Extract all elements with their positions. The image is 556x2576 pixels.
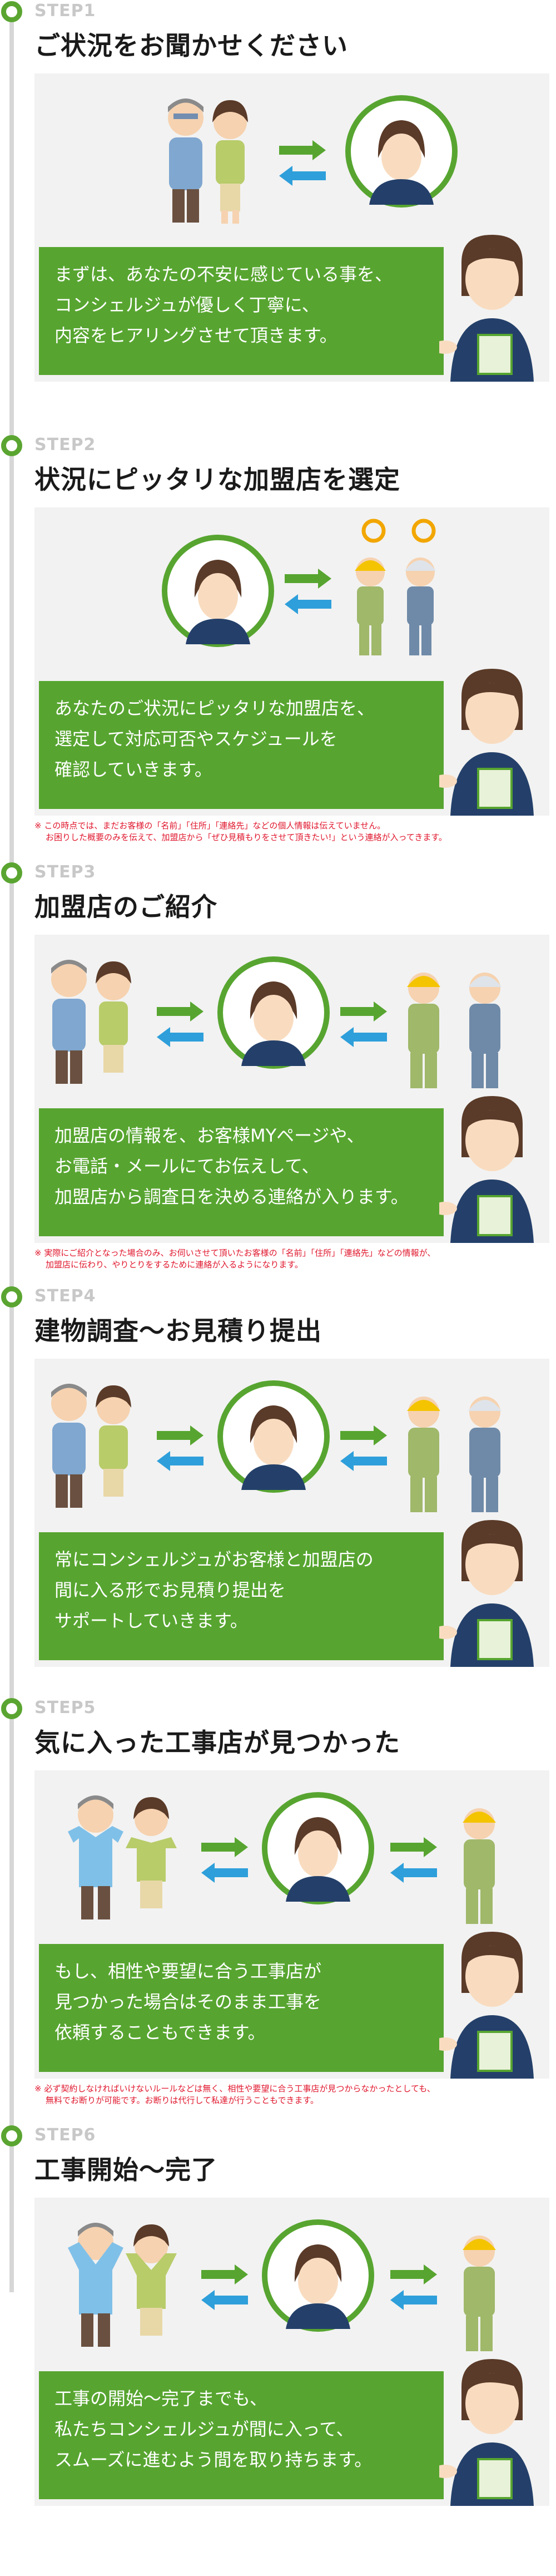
step-title: 気に入った工事店が見つかった <box>34 1728 400 1758</box>
step-panel: 常にコンシェルジュがお客様と加盟店の 間に入る形でお見積り提出を サポートしてい… <box>34 1359 549 1667</box>
step-title: 建物調査～お見積り提出 <box>34 1316 322 1346</box>
scene-construction <box>34 2198 549 2365</box>
double-arrow-icon <box>157 1425 203 1471</box>
message-line: 内容をヒアリングさせて頂きます。 <box>54 325 337 346</box>
note-line: ※ 必ず契約しなければいけないルールなどは無く、相性や要望に合う工事店が見つから… <box>34 2084 435 2094</box>
step-label: STEP6 <box>34 2125 96 2145</box>
step-marker <box>1 862 22 884</box>
step-message: 工事の開始～完了までも、 私たちコンシェルジュが間に入って、 スムーズに進むよう… <box>39 2371 444 2499</box>
scene-introduction <box>34 935 549 1102</box>
step-marker <box>1 1286 22 1307</box>
message-line: 見つかった場合はそのまま工事を <box>54 1991 322 2012</box>
step-message: 加盟店の情報を、お客様MYページや、 お電話・メールにてお伝えして、 加盟店から… <box>39 1108 444 1236</box>
message-line: もし、相性や要望に合う工事店が <box>54 1961 322 1982</box>
step-label: STEP2 <box>34 435 96 455</box>
customer-couple-icon <box>68 2223 177 2347</box>
step-note: ※ この時点では、まだお客様の「名前」「住所」「連絡先」などの個人情報は伝えてい… <box>34 820 447 843</box>
step-label: STEP1 <box>34 1 96 21</box>
concierge-icon <box>217 1380 330 1493</box>
concierge-icon <box>262 2219 374 2332</box>
step-marker <box>1 435 22 456</box>
step-title: 工事開始～完了 <box>34 2155 217 2185</box>
customer-couple-icon <box>51 960 131 1084</box>
double-arrow-icon <box>157 1001 203 1047</box>
message-line: 私たちコンシェルジュが間に入って、 <box>54 2419 354 2440</box>
concierge-icon <box>439 1932 534 2079</box>
message-line: スムーズに進むよう間を取り持ちます。 <box>54 2449 373 2470</box>
note-line: お困りした概要のみを伝えて、加盟店から「ぜひ見積もりをさせて頂きたい!」という連… <box>46 832 447 842</box>
message-line: 常にコンシェルジュがお客様と加盟店の <box>54 1549 374 1570</box>
double-arrow-icon <box>279 140 326 186</box>
step-panel: 工事の開始～完了までも、 私たちコンシェルジュが間に入って、 スムーズに進むよう… <box>34 2198 549 2506</box>
contractor-icon <box>468 973 502 1088</box>
step-title: 状況にピッタリな加盟店を選定 <box>34 465 400 495</box>
customer-couple-icon <box>51 1384 131 1508</box>
message-line: サポートしていきます。 <box>54 1610 248 1631</box>
scene-customer-to-concierge <box>34 73 549 240</box>
step-message: 常にコンシェルジュがお客様と加盟店の 間に入る形でお見積り提出を サポートしてい… <box>39 1532 444 1660</box>
concierge-icon <box>345 95 458 208</box>
concierge-icon <box>439 235 534 382</box>
note-line: ※ 実際にご紹介となった場合のみ、お伺いさせて頂いたお客様の「名前」「住所」「連… <box>34 1248 436 1258</box>
scene-contractor-found <box>34 1770 549 1937</box>
concierge-icon <box>439 1096 534 1243</box>
step-title: 加盟店のご紹介 <box>34 892 217 922</box>
double-arrow-icon <box>390 1837 437 1883</box>
concierge-icon <box>162 535 274 647</box>
step-label: STEP4 <box>34 1286 96 1306</box>
message-line: コンシェルジュが優しく丁寧に、 <box>54 294 320 315</box>
contractor-icon <box>407 973 440 1088</box>
concierge-icon <box>439 2359 534 2506</box>
step-message: まずは、あなたの不安に感じている事を、 コンシェルジュが優しく丁寧に、 内容をヒ… <box>39 247 444 375</box>
scene-concierge-select <box>34 507 549 674</box>
concierge-icon <box>217 956 330 1069</box>
concierge-icon <box>439 1520 534 1667</box>
double-arrow-icon <box>201 1837 248 1883</box>
contractor-icon <box>468 1396 502 1512</box>
message-line: 依頼することもできます。 <box>54 2022 266 2043</box>
step-marker <box>1 1698 22 1719</box>
double-arrow-icon <box>340 1001 387 1047</box>
message-line: 加盟店から調査日を決める連絡が入ります。 <box>54 1186 409 1207</box>
step-title: ご状況をお聞かせください <box>34 31 348 61</box>
step-panel: 加盟店の情報を、お客様MYページや、 お電話・メールにてお伝えして、 加盟店から… <box>34 935 549 1243</box>
contractor-icon <box>407 1396 440 1512</box>
concierge-icon <box>262 1792 374 1904</box>
message-line: 間に入る形でお見積り提出を <box>54 1580 286 1601</box>
message-line: まずは、あなたの不安に感じている事を、 <box>54 264 393 285</box>
double-arrow-icon <box>390 2264 437 2310</box>
step-marker <box>1 2125 22 2146</box>
step-message: もし、相性や要望に合う工事店が 見つかった場合はそのまま工事を 依頼することもで… <box>39 1944 444 2072</box>
step-panel: あなたのご状況にピッタリな加盟店を、 選定して対応可否やスケジュールを 確認して… <box>34 507 549 816</box>
step-message: あなたのご状況にピッタリな加盟店を、 選定して対応可否やスケジュールを 確認して… <box>39 681 444 809</box>
step-note: ※ 必ず契約しなければいけないルールなどは無く、相性や要望に合う工事店が見つから… <box>34 2083 435 2106</box>
message-line: あなたのご状況にピッタリな加盟店を、 <box>54 698 375 719</box>
step-marker <box>1 1 22 22</box>
customer-couple-icon <box>168 98 248 224</box>
note-line: 加盟店に伝わり、やりとりをするために連絡が入るようになります。 <box>46 1260 303 1270</box>
timeline-line <box>9 11 14 2292</box>
step-note: ※ 実際にご紹介となった場合のみ、お伺いさせて頂いたお客様の「名前」「住所」「連… <box>34 1247 435 1271</box>
scene-survey-estimate <box>34 1359 549 1526</box>
step-label: STEP3 <box>34 862 96 882</box>
double-arrow-icon <box>340 1425 387 1471</box>
message-line: 選定して対応可否やスケジュールを <box>54 728 337 749</box>
note-line: ※ この時点では、まだお客様の「名前」「住所」「連絡先」などの個人情報は伝えてい… <box>34 821 386 831</box>
message-line: 加盟店の情報を、お客様MYページや、 <box>54 1125 365 1146</box>
contractor-icon <box>463 2236 496 2351</box>
contractor-icon <box>355 519 386 655</box>
step-label: STEP5 <box>34 1698 96 1718</box>
contractor-icon <box>463 1808 496 1924</box>
double-arrow-icon <box>201 2264 248 2310</box>
message-line: 確認していきます。 <box>54 759 212 780</box>
concierge-icon <box>439 669 534 816</box>
step-panel: まずは、あなたの不安に感じている事を、 コンシェルジュが優しく丁寧に、 内容をヒ… <box>34 73 549 382</box>
note-line: 無料でお断りが可能です。お断りは代行して私達が行うこともできます。 <box>46 2095 319 2105</box>
step-panel: もし、相性や要望に合う工事店が 見つかった場合はそのまま工事を 依頼することもで… <box>34 1770 549 2079</box>
message-line: 工事の開始～完了までも、 <box>54 2388 268 2409</box>
message-line: お電話・メールにてお伝えして、 <box>54 1156 320 1177</box>
contractor-icon <box>405 519 436 655</box>
customer-couple-icon <box>68 1795 177 1919</box>
double-arrow-icon <box>285 569 331 614</box>
